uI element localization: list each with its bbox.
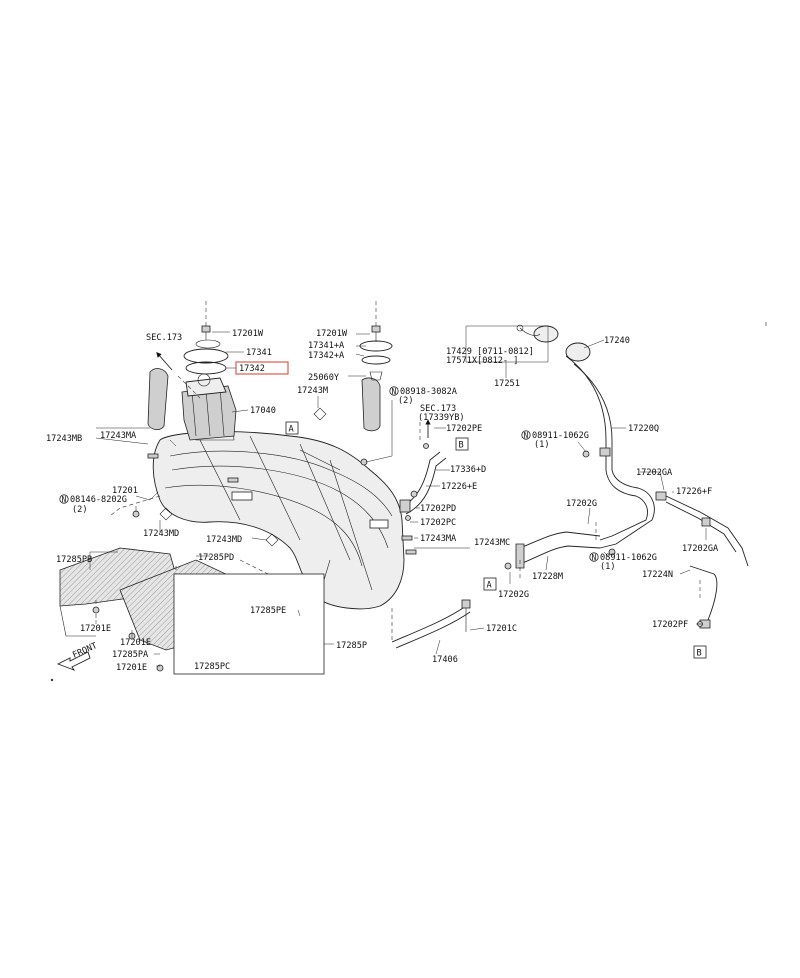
label-17243ma-right[interactable]: 17243MA bbox=[420, 534, 457, 544]
nut-symbol-08918 bbox=[389, 386, 399, 396]
leader-lines bbox=[89, 331, 707, 667]
vent-tubes bbox=[399, 451, 447, 515]
label-sec173-mid-sub: (17339YB) bbox=[418, 413, 465, 423]
nut-symbol-label-08146: N bbox=[62, 495, 67, 504]
filler-hose bbox=[515, 531, 601, 569]
label-sec173-top[interactable]: SEC.173 bbox=[146, 333, 182, 343]
label-17240[interactable]: 17240 bbox=[604, 336, 630, 346]
label-17341a[interactable]: 17341+A bbox=[308, 341, 345, 351]
label-17406[interactable]: 17406 bbox=[432, 655, 458, 665]
label-17201e-a[interactable]: 17201E bbox=[80, 624, 111, 634]
label-17285p[interactable]: 17285P bbox=[336, 641, 367, 651]
label-17202ga-b[interactable]: 17202GA bbox=[682, 544, 719, 554]
label-17201e-b[interactable]: 17201E bbox=[120, 638, 151, 648]
label-08911-a-qty: (1) bbox=[534, 440, 550, 450]
label-17202pf[interactable]: 17202PF bbox=[652, 620, 688, 630]
tank-strap bbox=[391, 599, 471, 649]
label-17243m[interactable]: 17243M bbox=[297, 386, 328, 396]
label-17243ma-left[interactable]: 17243MA bbox=[100, 431, 137, 441]
label-17226f[interactable]: 17226+F bbox=[676, 487, 712, 497]
label-frames bbox=[96, 325, 549, 675]
label-17040[interactable]: 17040 bbox=[250, 406, 276, 416]
label-17201e-c[interactable]: 17201E bbox=[116, 663, 147, 673]
fasteners bbox=[92, 407, 703, 672]
nut-symbol-08146 bbox=[59, 494, 69, 504]
label-17202pd[interactable]: 17202PD bbox=[420, 504, 456, 514]
label-17342[interactable]: 17342 bbox=[239, 364, 265, 374]
evap-vent-lines bbox=[655, 491, 749, 629]
fuel-cap bbox=[516, 324, 559, 343]
nut-symbol-08911-b bbox=[589, 552, 599, 562]
fuel-pump-module bbox=[147, 368, 237, 441]
label-17201w-left[interactable]: 17201W bbox=[232, 329, 264, 339]
label-25060y[interactable]: 25060Y bbox=[308, 373, 340, 383]
label-17571x[interactable]: 17571X[0812- ] bbox=[446, 356, 518, 366]
label-17243md-b[interactable]: 17243MD bbox=[206, 535, 242, 545]
ref-marker-b1: B bbox=[459, 441, 464, 451]
label-17336d[interactable]: 17336+D bbox=[450, 465, 486, 475]
label-17285pc[interactable]: 17285PC bbox=[194, 662, 230, 672]
nut-symbol-label-08918: N bbox=[392, 387, 397, 396]
label-17201w-right[interactable]: 17201W bbox=[316, 329, 348, 339]
label-17202pe[interactable]: 17202PE bbox=[446, 424, 482, 434]
label-17202pc[interactable]: 17202PC bbox=[420, 518, 456, 528]
label-17224n[interactable]: 17224N bbox=[642, 570, 673, 580]
label-17285pb[interactable]: 17285PB bbox=[56, 555, 92, 565]
fuel-level-sender bbox=[359, 325, 393, 432]
label-17243md-a[interactable]: 17243MD bbox=[143, 529, 179, 539]
label-17251[interactable]: 17251 bbox=[494, 379, 520, 389]
nut-symbol-label-08911-a: N bbox=[524, 431, 529, 440]
label-17342a[interactable]: 17342+A bbox=[308, 351, 345, 361]
label-08911-1062g-a[interactable]: 08911-1062G bbox=[532, 431, 589, 441]
reference-markers: A B A B bbox=[285, 421, 707, 659]
label-front: FRONT bbox=[71, 641, 99, 661]
label-08146-qty: (2) bbox=[72, 505, 88, 515]
nut-symbol-label-08911-b: N bbox=[592, 553, 597, 562]
label-17243mc[interactable]: 17243MC bbox=[474, 538, 510, 548]
label-17341[interactable]: 17341 bbox=[246, 348, 272, 358]
label-17220q[interactable]: 17220Q bbox=[628, 424, 659, 434]
label-17285pa[interactable]: 17285PA bbox=[112, 650, 149, 660]
label-17429[interactable]: 17429 [0711-0812] bbox=[446, 347, 534, 357]
label-17202g-a[interactable]: 17202G bbox=[566, 499, 597, 509]
filler-tube bbox=[565, 342, 655, 549]
label-17201c[interactable]: 17201C bbox=[486, 624, 517, 634]
label-17285pd[interactable]: 17285PD bbox=[198, 553, 234, 563]
label-17285pe[interactable]: 17285PE bbox=[250, 606, 286, 616]
label-08918-3082a[interactable]: 08918-3082A bbox=[400, 387, 458, 397]
label-08911-b-qty: (1) bbox=[600, 562, 616, 572]
label-08918-qty: (2) bbox=[398, 396, 414, 406]
ref-marker-b2: B bbox=[697, 649, 702, 659]
label-sec173-mid[interactable]: SEC.173 bbox=[420, 404, 456, 414]
ref-marker-a2: A bbox=[487, 581, 493, 591]
label-08146-8202g[interactable]: 08146-8202G bbox=[70, 495, 127, 505]
label-17202ga-a[interactable]: 17202GA bbox=[636, 468, 673, 478]
label-17228m[interactable]: 17228M bbox=[532, 572, 563, 582]
label-17226e[interactable]: 17226+E bbox=[441, 482, 477, 492]
label-17243mb[interactable]: 17243MB bbox=[46, 434, 82, 444]
part-highlight-box bbox=[235, 361, 289, 375]
nut-symbol-08911-a bbox=[521, 430, 531, 440]
ref-marker-a1: A bbox=[289, 425, 295, 435]
label-08911-1062g-b[interactable]: 08911-1062G bbox=[600, 553, 657, 563]
label-17202g-b[interactable]: 17202G bbox=[498, 590, 529, 600]
label-17201[interactable]: 17201 bbox=[112, 486, 138, 496]
edge-dot bbox=[50, 678, 54, 682]
part-labels: SEC.173 17201W 17341 17342 17040 17243M … bbox=[46, 329, 719, 673]
lock-ring-assembly bbox=[183, 325, 229, 375]
direction-arrows bbox=[56, 351, 431, 671]
